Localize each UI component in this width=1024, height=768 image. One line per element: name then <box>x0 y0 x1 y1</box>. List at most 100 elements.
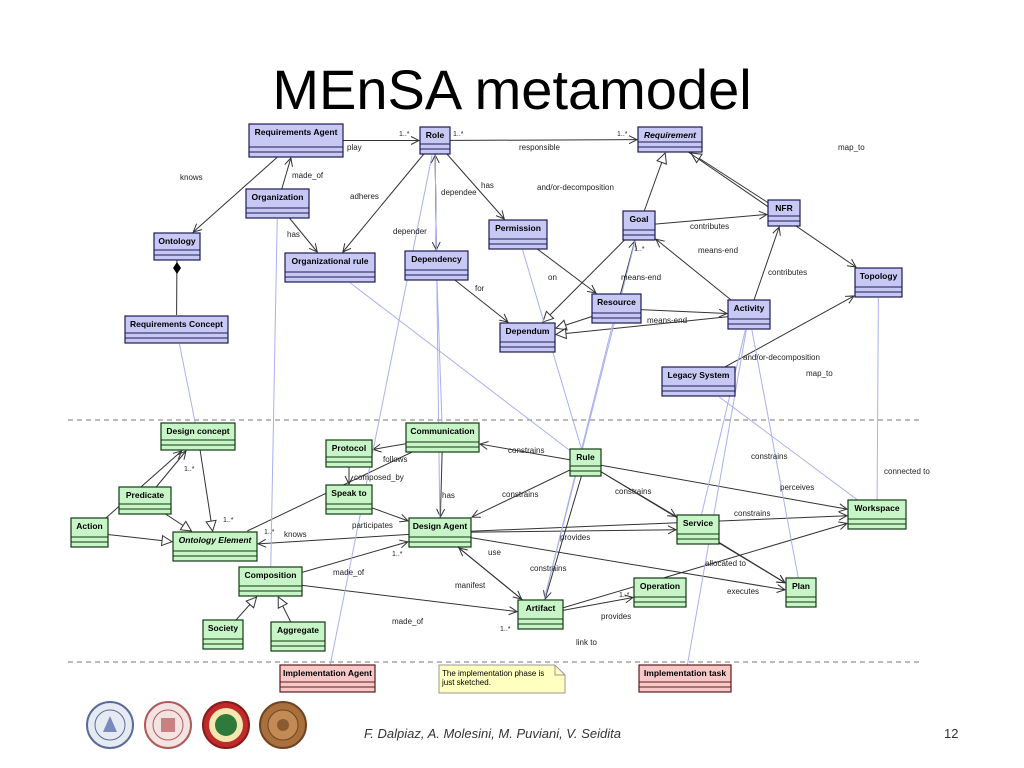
edge-label: responsible <box>519 143 560 152</box>
class-box-req_agent[interactable]: Requirements Agent <box>248 123 344 158</box>
class-box-service[interactable]: Service <box>676 514 720 545</box>
class-box-speak_to[interactable]: Speak to <box>325 484 373 515</box>
class-label: Goal <box>630 214 649 224</box>
class-box-dependency[interactable]: Dependency <box>404 250 469 281</box>
class-label: Ontology Element <box>179 535 253 545</box>
multiplicity-label: 1..* <box>634 246 645 253</box>
edge-label: play <box>347 143 362 152</box>
relation-line-rule-design_agent <box>472 462 586 518</box>
relation-line-design_concept-req_concept <box>178 343 199 437</box>
class-box-design_concept[interactable]: Design concept <box>160 422 236 451</box>
class-box-rule[interactable]: Rule <box>569 448 602 477</box>
multiplicity-label: 1..* <box>453 131 464 138</box>
class-box-protocol[interactable]: Protocol <box>325 439 373 468</box>
class-box-activity[interactable]: Activity <box>727 299 771 330</box>
class-box-operation[interactable]: Operation <box>633 577 687 608</box>
page-number: 12 <box>944 726 959 741</box>
class-box-requirement[interactable]: Requirement <box>637 126 703 153</box>
edge-label: made_of <box>333 568 365 577</box>
class-box-organization[interactable]: Organization <box>245 188 310 219</box>
edge-label: allocated to <box>705 559 746 568</box>
edge-label: map_to <box>806 369 833 378</box>
note-line: just sketched. <box>441 678 491 687</box>
edge-label: and/or-decomposition <box>537 183 614 192</box>
class-label: Rule <box>576 452 595 462</box>
university-seal-logo-3 <box>202 701 250 749</box>
relation-line-artifact-workspace <box>540 523 848 615</box>
edge-label: use <box>488 548 501 557</box>
class-label: Composition <box>245 570 297 580</box>
class-label: Topology <box>860 271 898 281</box>
class-label: Design Agent <box>413 521 468 531</box>
edge-label: depender <box>393 227 427 236</box>
class-label: Activity <box>734 303 765 313</box>
class-box-legacy[interactable]: Legacy System <box>661 366 736 397</box>
edge-label: means-end <box>647 316 687 325</box>
relation-line-goal-dependum <box>543 225 640 323</box>
edge-label: follows <box>383 455 407 464</box>
relation-line-impl_agent-role <box>327 154 433 679</box>
page-title: MEnSA metamodel <box>272 58 752 121</box>
class-box-action[interactable]: Action <box>70 517 109 548</box>
class-box-communication[interactable]: Communication <box>405 422 480 453</box>
class-box-artifact[interactable]: Artifact <box>517 599 564 630</box>
relation-line-rule-communication <box>480 444 586 463</box>
relation-line-service-activity <box>697 329 746 530</box>
class-label: Action <box>76 521 102 531</box>
class-box-resource[interactable]: Resource <box>591 293 642 324</box>
multiplicity-label: 1..* <box>223 517 234 524</box>
multiplicity-label: 1..* <box>619 592 630 599</box>
class-box-org_rule[interactable]: Organizational rule <box>284 252 376 283</box>
class-box-ontology[interactable]: Ontology <box>153 232 201 261</box>
class-label: Legacy System <box>668 370 730 380</box>
multiplicity-label: 1..* <box>264 529 275 536</box>
class-box-workspace[interactable]: Workspace <box>847 499 907 530</box>
class-box-composition[interactable]: Composition <box>238 566 303 597</box>
class-label: Organizational rule <box>292 256 369 266</box>
class-label: Requirements Agent <box>255 127 338 137</box>
class-box-design_agent[interactable]: Design Agent <box>408 517 472 548</box>
class-box-req_concept[interactable]: Requirements Concept <box>124 315 229 344</box>
class-box-permission[interactable]: Permission <box>488 219 548 250</box>
relation-line-activity-dependum <box>556 314 750 335</box>
class-box-role[interactable]: Role <box>419 126 451 155</box>
edge-label: on <box>548 273 557 282</box>
edge-label: constrains <box>615 487 651 496</box>
relation-line-composition-artifact <box>270 581 518 612</box>
edge-label: dependee <box>441 188 477 197</box>
class-box-plan[interactable]: Plan <box>785 577 817 608</box>
multiplicity-label: 1..* <box>392 551 403 558</box>
edge-label: perceives <box>780 483 814 492</box>
class-box-dependum[interactable]: Dependum <box>499 322 556 353</box>
class-label: Requirement <box>644 130 697 140</box>
relation-line-workspace-legacy <box>719 396 878 515</box>
edge-label: link to <box>576 638 597 647</box>
relation-line-design_agent-role <box>434 154 441 533</box>
class-label: Plan <box>792 581 810 591</box>
composition-diamond-icon <box>173 262 181 274</box>
class-box-ontology_el[interactable]: Ontology Element <box>172 531 258 562</box>
class-label: Implementation Agent <box>283 668 372 678</box>
class-box-impl_task[interactable]: Implementation task <box>638 664 732 693</box>
edge-label: adheres <box>350 192 379 201</box>
edge-label: contributes <box>690 222 729 231</box>
class-box-society[interactable]: Society <box>202 619 244 650</box>
edge-label: means-end <box>621 273 661 282</box>
class-box-predicate[interactable]: Predicate <box>118 486 172 515</box>
edge-label: provides <box>601 612 631 621</box>
class-label: Role <box>426 130 445 140</box>
class-box-goal[interactable]: Goal <box>622 210 656 241</box>
class-label: Ontology <box>158 236 196 246</box>
class-label: Protocol <box>332 443 366 453</box>
class-box-nfr[interactable]: NFR <box>767 199 801 227</box>
edge-label: participates <box>352 521 393 530</box>
edge-label: map_to <box>838 143 865 152</box>
class-box-impl_agent[interactable]: Implementation Agent <box>279 664 376 693</box>
class-box-aggregate[interactable]: Aggregate <box>270 621 326 652</box>
edge-label: executes <box>727 587 759 596</box>
relation-line-impl_task-activity <box>684 329 747 679</box>
edge-label: knows <box>284 530 307 539</box>
relation-line-design_concept-ontology_el <box>197 436 213 532</box>
class-box-topology[interactable]: Topology <box>854 267 903 298</box>
